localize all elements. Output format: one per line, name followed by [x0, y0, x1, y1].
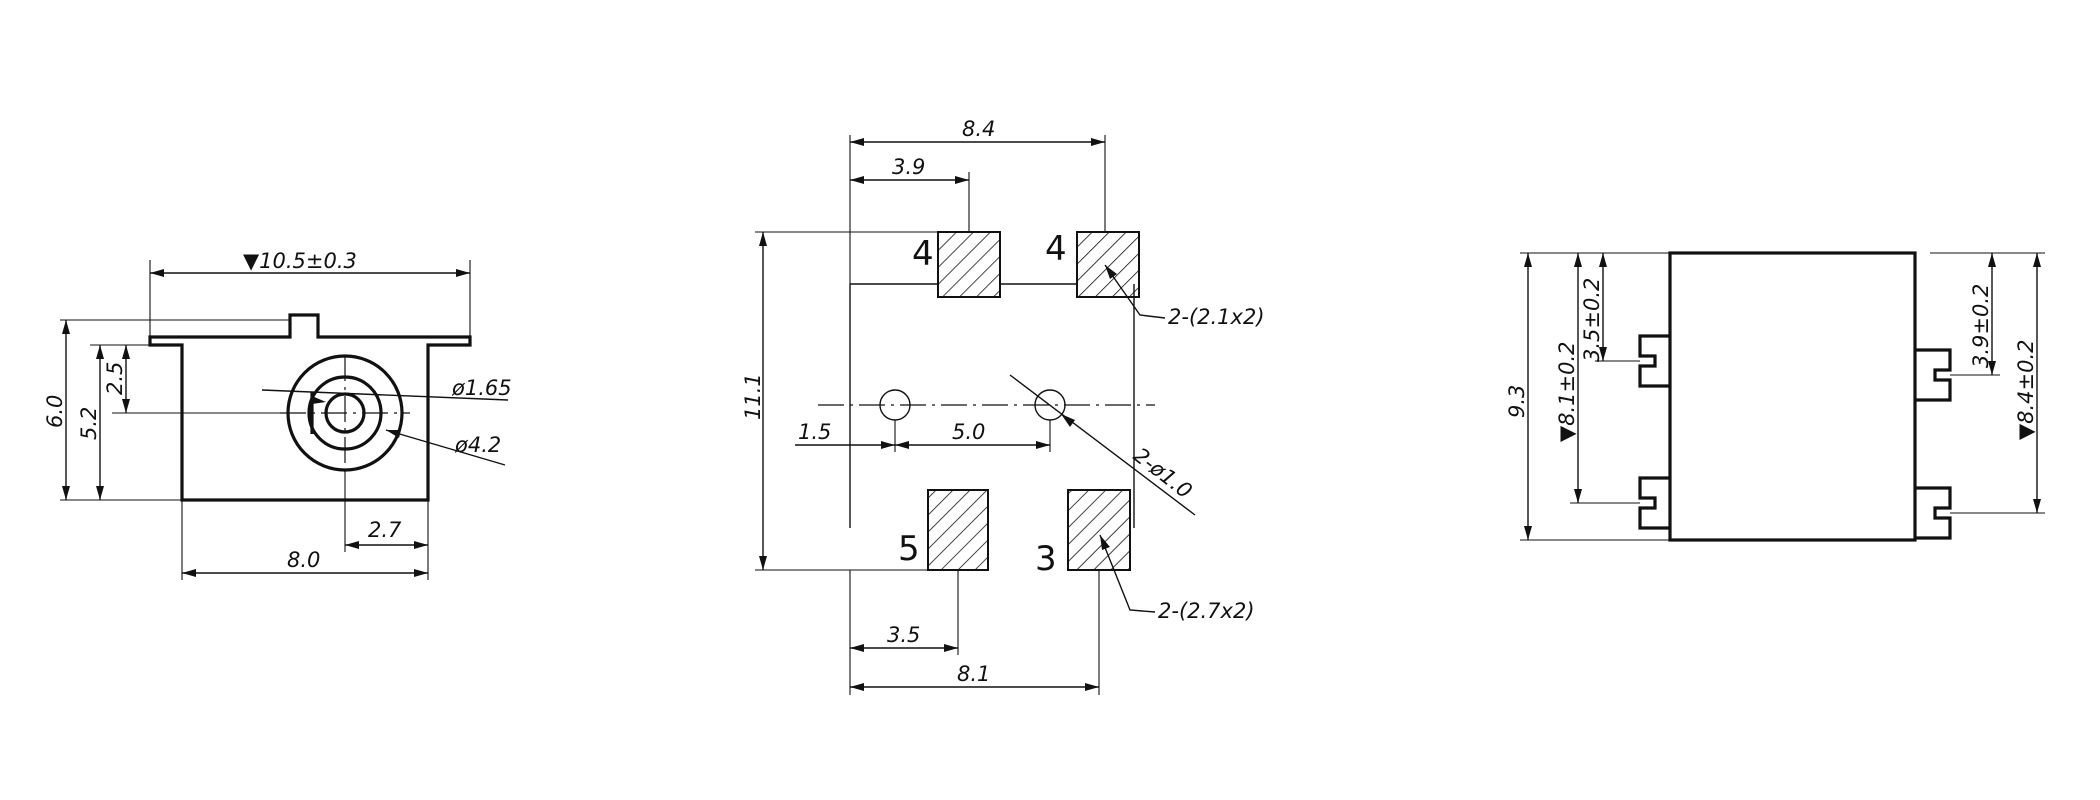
dim-height-8-4: ▼8.4±0.2 [2014, 339, 2038, 440]
pin-label-bottom-right: 3 [1035, 539, 1057, 579]
dim-height-8-1: ▼8.1±0.2 [1555, 341, 1579, 442]
dim-dia-4-2: ø4.2 [454, 433, 501, 457]
dim-height-2-5: 2.5 [103, 362, 127, 395]
pin-label-bottom-left: 5 [898, 529, 920, 569]
pad-top-note: 2-(2.1x2) [1168, 305, 1265, 329]
right-top-view: 9.3 ▼8.1±0.2 3.5±0.2 3.9±0.2 ▼8.4±0.2 [1505, 251, 2045, 542]
dim-height-9-3: 9.3 [1505, 385, 1529, 418]
dim-width-8-4: 8.4 [962, 117, 995, 141]
dim-width-10-5: ▼10.5±0.3 [243, 249, 357, 273]
dim-width-8-1: 8.1 [957, 662, 990, 686]
pad-bottom-left [927, 489, 989, 571]
pad-top-left [937, 231, 1001, 298]
pin-label-top-left: 4 [912, 234, 934, 274]
dim-width-3-9: 3.9 [892, 155, 925, 179]
terminal-left-upper [1638, 334, 1670, 388]
terminal-left-lower [1638, 476, 1670, 530]
dim-height-11-1: 11.1 [741, 373, 765, 420]
pad-top-right [1076, 231, 1140, 298]
terminal-right-lower [1915, 486, 1952, 540]
pad-bottom-right [1067, 489, 1131, 571]
pin-label-top-right: 4 [1045, 229, 1067, 269]
dim-width-2-7: 2.7 [368, 518, 402, 542]
dim-height-5-2: 5.2 [77, 407, 101, 440]
right-body-outline [1668, 251, 1917, 542]
dim-offset-1-5: 1.5 [798, 420, 831, 444]
dim-height-3-5: 3.5±0.2 [1580, 278, 1604, 362]
center-footprint-view: 4 4 5 3 8.4 3.9 11.1 1.5 5.0 [741, 117, 1265, 695]
pad-bottom-note: 2-(2.7x2) [1158, 599, 1255, 623]
left-side-view: ▼10.5±0.3 6.0 5.2 2.5 ø1.65 ø4.2 2.7 [43, 249, 512, 580]
dim-height-3-9: 3.9±0.2 [1969, 284, 1993, 368]
dim-height-6-0: 6.0 [43, 395, 67, 428]
terminal-right-upper [1915, 348, 1952, 402]
dim-width-8-0: 8.0 [287, 548, 320, 572]
dim-width-3-5: 3.5 [887, 623, 920, 647]
dim-pitch-5-0: 5.0 [952, 420, 985, 444]
dim-dia-1-65: ø1.65 [451, 376, 512, 400]
